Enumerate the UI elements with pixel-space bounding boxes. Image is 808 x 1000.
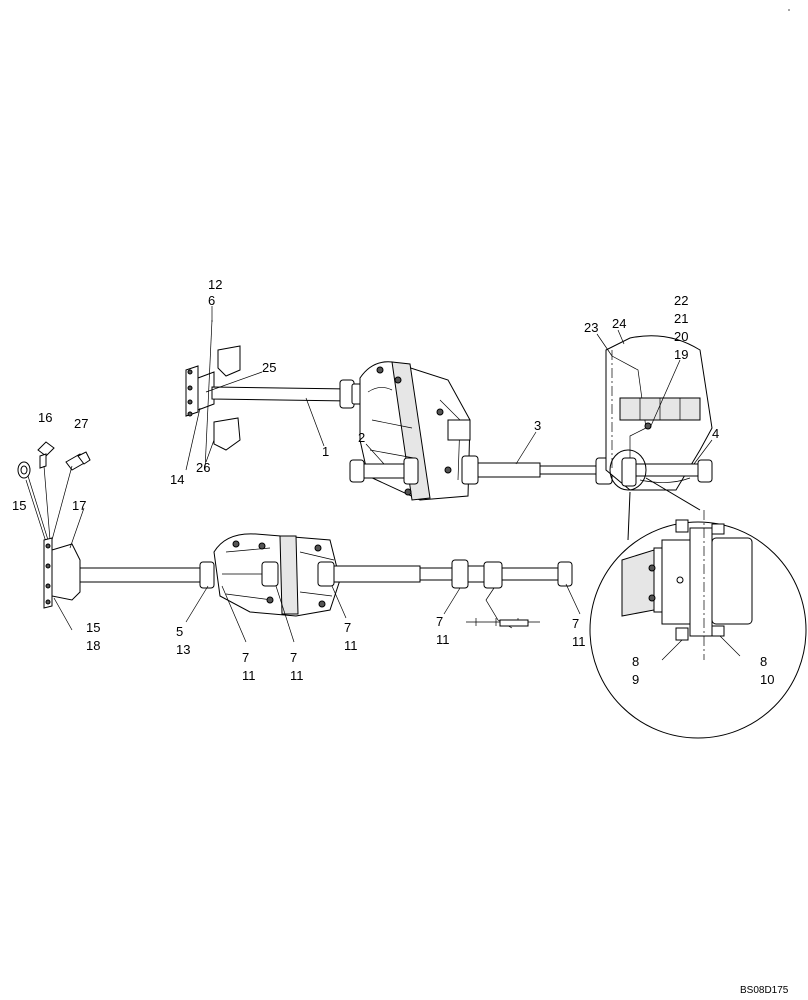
callout-15-top: 15 [12,498,26,513]
callout-7-a: 7 [242,650,249,665]
front-drive-shaft [79,561,215,589]
bolt-16 [37,441,55,469]
callout-18: 18 [86,638,100,653]
callout-23: 23 [584,320,598,335]
callout-19: 19 [674,347,688,362]
bolt-27 [65,451,91,471]
lower-driveline-assembly [17,441,573,629]
callout-16: 16 [38,410,52,425]
end-drive-shaft [501,561,573,587]
leader-lines [53,306,713,643]
callout-11-a: 11 [242,668,256,683]
callout-11-e: 11 [572,634,586,649]
callout-14: 14 [170,472,184,487]
callout-7-b: 7 [290,650,297,665]
drive-shaft-4 [621,457,713,487]
callout-15-bottom: 15 [86,620,100,635]
callout-5: 5 [176,624,183,639]
callout-6: 6 [208,293,215,308]
callout-1: 1 [322,444,329,459]
rear-bracket-mount [605,335,713,491]
callout-3: 3 [534,418,541,433]
callout-13: 13 [176,642,190,657]
callout-12: 12 [208,277,222,292]
detail-leader-left [627,491,631,541]
callout-labels: 12 6 25 1 14 26 2 3 23 24 22 21 20 19 4 … [12,277,774,687]
callout-7-d: 7 [436,614,443,629]
upper-driveline-assembly [185,319,713,501]
detail-leader-right [645,477,701,511]
callout-24: 24 [612,316,626,331]
callout-8-right: 8 [760,654,767,669]
callout-27: 27 [74,416,88,431]
drive-shaft-3 [461,455,613,485]
callout-8-left: 8 [632,654,639,669]
callout-7-c: 7 [344,620,351,635]
rear-drive-shaft [333,559,487,589]
callout-22: 22 [674,293,688,308]
front-mounting-plate [43,537,81,609]
callout-11-c: 11 [344,638,358,653]
callout-2: 2 [358,430,365,445]
detail-view-flange [589,477,807,739]
detail-view-circle [589,521,807,739]
callout-4: 4 [712,426,719,441]
callout-17: 17 [72,498,86,513]
drawing-reference-code: BS08D175 [740,985,789,996]
drive-shaft-2 [349,457,419,485]
callout-26: 26 [196,460,210,475]
callout-11-b: 11 [290,668,304,683]
callout-7-e: 7 [572,616,579,631]
callout-20: 20 [674,329,688,344]
drive-shaft-1 [211,379,365,409]
callout-25: 25 [262,360,276,375]
callout-9: 9 [632,672,639,687]
callout-21: 21 [674,311,688,326]
detail-marker-circle [609,449,647,491]
front-bracket-upper [185,319,241,471]
callout-11-d: 11 [436,632,450,647]
callout-10: 10 [760,672,774,687]
transfer-case [213,533,341,617]
